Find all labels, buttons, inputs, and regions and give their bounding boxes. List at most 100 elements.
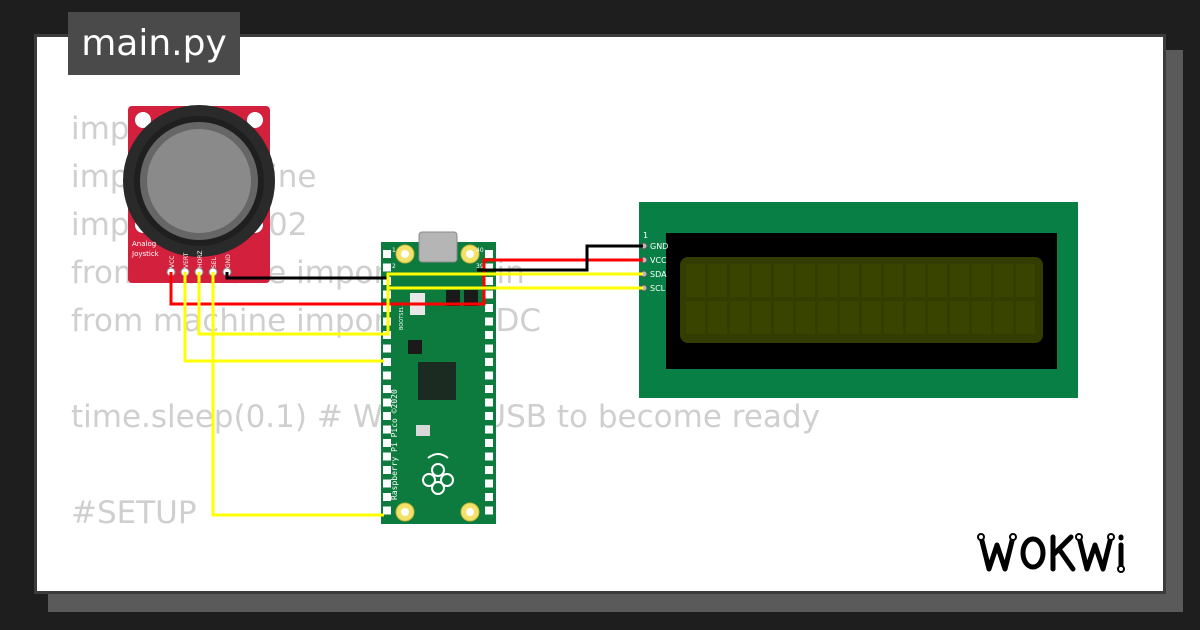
lcd-char-cell xyxy=(994,301,1013,334)
usb-connector-icon xyxy=(418,231,458,263)
lcd-char-cell xyxy=(972,301,991,334)
chip-icon xyxy=(408,340,422,354)
lcd-char-cell xyxy=(774,264,793,297)
pico-pin[interactable] xyxy=(485,371,493,380)
lcd-char-cell xyxy=(928,264,947,297)
pico-pin[interactable] xyxy=(383,398,391,407)
pico-pin[interactable] xyxy=(383,425,391,434)
code-line: #SETUP xyxy=(71,495,197,531)
chip-icon xyxy=(464,290,478,306)
wire-joystick-horz[interactable] xyxy=(197,272,643,336)
lcd-char-cell xyxy=(1016,301,1035,334)
lcd-pin-label: VCC xyxy=(650,256,667,265)
joystick-pin-label: HORZ xyxy=(197,250,204,268)
lcd-char-cell xyxy=(796,264,815,297)
pico-pin[interactable] xyxy=(485,479,493,488)
wire-joystick-vert[interactable] xyxy=(183,272,384,363)
pico-pin[interactable] xyxy=(485,398,493,407)
wire-joystick-gnd[interactable] xyxy=(225,272,388,280)
pico-pin[interactable] xyxy=(485,385,493,393)
pico-pin[interactable] xyxy=(383,250,391,258)
joystick-label-1: Analog xyxy=(132,240,156,248)
mount-hole-icon xyxy=(247,112,263,128)
pico-pin[interactable] xyxy=(383,493,391,501)
raspberry-pi-pico[interactable]: Raspberry Pi Pico ©2020 BOOTSEL 1 2 39 4… xyxy=(381,231,496,524)
lcd-char-cell xyxy=(884,301,903,334)
joystick-pin-label: VCC xyxy=(169,256,176,268)
wire-lcd-gnd[interactable] xyxy=(477,244,643,272)
lcd-char-cell xyxy=(1016,264,1035,297)
pico-pin[interactable] xyxy=(485,331,493,339)
lcd-char-cell xyxy=(708,264,727,297)
wire-joystick-sel[interactable] xyxy=(211,272,384,517)
lcd-char-cell xyxy=(994,264,1013,297)
pico-pin[interactable] xyxy=(485,263,493,272)
lcd-char-cell xyxy=(840,301,859,334)
pin40-label: 40 xyxy=(476,247,484,254)
pico-pin[interactable] xyxy=(485,290,493,299)
chip-icon xyxy=(446,290,460,306)
lcd-char-cell xyxy=(730,301,749,334)
wire-lcd-scl[interactable] xyxy=(386,286,643,322)
pico-pin[interactable] xyxy=(485,466,493,474)
pico-pin[interactable] xyxy=(485,412,493,420)
pico-pin[interactable] xyxy=(383,479,391,488)
pico-pin[interactable] xyxy=(383,358,391,366)
lcd-char-cell xyxy=(862,301,881,334)
pico-pin[interactable] xyxy=(383,412,391,420)
pico-pin[interactable] xyxy=(485,344,493,353)
joystick-pin-label: VERT xyxy=(183,252,190,268)
lcd-char-cell xyxy=(950,301,969,334)
pin2-label: 2 xyxy=(392,263,396,270)
pin1-label: 1 xyxy=(392,247,396,254)
pico-pin[interactable] xyxy=(485,506,493,515)
pico-pin[interactable] xyxy=(485,425,493,434)
file-tab: main.py xyxy=(68,12,240,75)
pico-pin[interactable] xyxy=(383,452,391,461)
lcd-character-cells xyxy=(686,264,1035,334)
pico-pin[interactable] xyxy=(383,506,391,515)
pico-pin[interactable] xyxy=(383,439,391,447)
pico-pin[interactable] xyxy=(485,358,493,366)
lcd-char-cell xyxy=(774,301,793,334)
pico-pin[interactable] xyxy=(485,250,493,258)
raspberry-logo-icon xyxy=(422,453,454,495)
lcd1602-display[interactable]: 1 GND VCC SDA SCL xyxy=(639,202,1078,398)
pico-pin[interactable] xyxy=(383,344,391,353)
pico-pin[interactable] xyxy=(383,263,391,272)
wire-joystick-vcc[interactable] xyxy=(169,258,643,306)
wokwi-logo xyxy=(977,533,1125,573)
wires xyxy=(169,244,643,517)
rp2040-chip-icon xyxy=(418,362,456,400)
pico-pin[interactable] xyxy=(383,466,391,474)
lcd-pin1-marker: 1 xyxy=(643,231,648,240)
lcd-char-cell xyxy=(730,264,749,297)
pico-pin[interactable] xyxy=(485,304,493,312)
lcd-char-cell xyxy=(928,301,947,334)
lcd-char-cell xyxy=(818,301,837,334)
lcd-pin-label: SCL xyxy=(650,284,666,293)
lcd-char-cell xyxy=(752,264,771,297)
lcd-char-cell xyxy=(906,264,925,297)
pin39-label: 39 xyxy=(476,263,484,270)
mount-hole-icon xyxy=(135,112,151,128)
pico-pin[interactable] xyxy=(383,385,391,393)
lcd-pin-label: GND xyxy=(650,242,668,251)
pico-silkscreen-label: Raspberry Pi Pico ©2020 xyxy=(390,389,399,500)
lcd-char-cell xyxy=(972,264,991,297)
lcd-pin-label: SDA xyxy=(650,270,667,279)
pico-pin[interactable] xyxy=(383,371,391,380)
joystick-label-2: Joystick xyxy=(131,250,160,258)
pico-pin[interactable] xyxy=(485,277,493,285)
pico-pin[interactable] xyxy=(485,317,493,326)
pico-pin[interactable] xyxy=(485,452,493,461)
lcd-char-cell xyxy=(840,264,859,297)
lcd-char-cell xyxy=(708,301,727,334)
lcd-char-cell xyxy=(752,301,771,334)
lcd-char-cell xyxy=(862,264,881,297)
joystick-pin-label: SEL xyxy=(211,256,218,268)
pico-pin[interactable] xyxy=(485,439,493,447)
pico-pin[interactable] xyxy=(485,493,493,501)
